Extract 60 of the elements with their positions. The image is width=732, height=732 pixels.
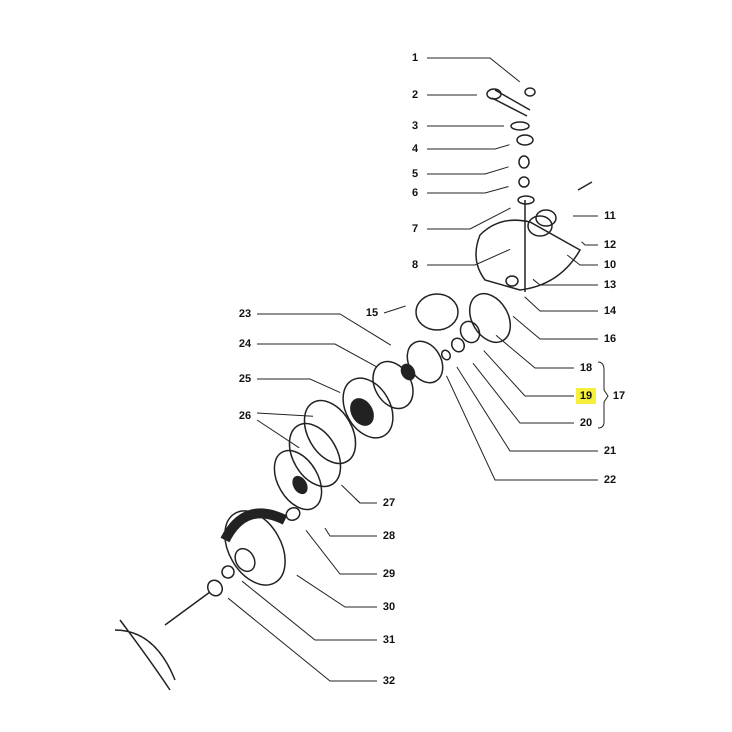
leader-line — [496, 334, 574, 368]
callout-number: 4 — [405, 141, 425, 157]
leader-line — [426, 186, 509, 194]
callout-number: 16 — [600, 331, 620, 347]
leader-line — [566, 254, 598, 266]
callout-number: 1 — [405, 50, 425, 66]
leader-line — [256, 344, 378, 368]
callout-number: 12 — [600, 237, 620, 253]
callout-number: 30 — [379, 599, 399, 615]
leader-line — [256, 412, 314, 417]
leader-line — [306, 530, 378, 574]
leader-line — [426, 248, 511, 266]
callout-number: 20 — [576, 415, 596, 431]
callout-number: 22 — [600, 472, 620, 488]
leader-line — [242, 580, 378, 640]
callout-number: 28 — [379, 528, 399, 544]
leader-line — [426, 144, 510, 150]
leader-line — [581, 241, 598, 246]
callout-number: 31 — [379, 632, 399, 648]
callout-number: 26 — [235, 408, 255, 424]
callout-number: 8 — [405, 257, 425, 273]
leader-line — [426, 58, 520, 82]
leader-line — [324, 528, 378, 536]
callout-number: 19 — [576, 388, 596, 404]
callout-number: 10 — [600, 257, 620, 273]
callout-number: 5 — [405, 166, 425, 182]
leader-line — [456, 366, 598, 452]
leader-line — [256, 420, 300, 448]
leader-line — [256, 314, 392, 346]
callout-number: 2 — [405, 87, 425, 103]
leader-line — [472, 362, 574, 424]
leader-line — [426, 166, 510, 174]
callout-number: 25 — [235, 371, 255, 387]
leader-line — [524, 296, 598, 312]
leader-line — [256, 378, 341, 394]
part-number: 17 — [612, 389, 626, 404]
leader-line — [340, 484, 378, 504]
leader-line — [426, 208, 511, 230]
leader-line — [512, 316, 598, 340]
callout-number: 6 — [405, 185, 425, 201]
callout-number: 18 — [576, 360, 596, 376]
leader-line — [426, 94, 478, 96]
leader-line — [228, 598, 378, 682]
callout-number: 7 — [405, 221, 425, 237]
callout-number: 32 — [379, 673, 399, 689]
leader-line — [296, 574, 378, 608]
leader-line — [483, 350, 574, 396]
leader-line — [446, 375, 598, 480]
callout-number: 23 — [235, 306, 255, 322]
callout-number: 29 — [379, 566, 399, 582]
leader-line — [532, 278, 598, 286]
callout-number: 13 — [600, 277, 620, 293]
callout-number: 11 — [600, 208, 620, 224]
callout-number: 27 — [379, 495, 399, 511]
callout-number: 15 — [362, 305, 382, 321]
callout-number: 14 — [600, 303, 620, 319]
callout-number: 24 — [235, 336, 255, 352]
callout-number: 21 — [600, 443, 620, 459]
leader-line — [384, 306, 406, 314]
callout-number: 3 — [405, 118, 425, 134]
